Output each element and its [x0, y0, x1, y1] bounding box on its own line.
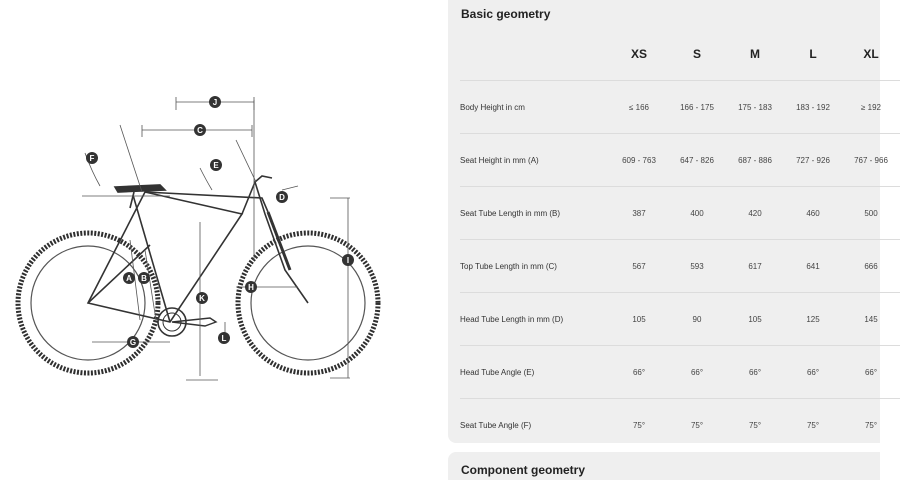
table-row: Body Height in cm ≤ 166 166 - 175 175 - … — [460, 80, 900, 134]
label-J: J — [209, 96, 221, 108]
bike-geometry-diagram: J C F E D I A B H K L G — [15, 96, 381, 381]
svg-text:A: A — [126, 274, 132, 283]
cell-value: ≥ 192 — [842, 80, 900, 134]
label-H: H — [245, 281, 257, 293]
cell-value: 75° — [748, 420, 762, 430]
basic-geometry-panel: Basic geometry XS S M L XL Body Height i… — [448, 0, 900, 443]
component-geometry-panel[interactable]: Component geometry — [448, 452, 880, 480]
row-label: Top Tube Length in mm (C) — [460, 239, 610, 293]
row-label: Head Tube Angle (E) — [460, 345, 610, 399]
svg-text:B: B — [141, 274, 147, 283]
cell-value: 105 — [610, 292, 668, 346]
rear-wheel — [15, 230, 161, 376]
bike-frame — [86, 175, 309, 323]
label-K: K — [196, 292, 208, 304]
svg-text:C: C — [197, 126, 203, 135]
cell-value: 75° — [864, 420, 878, 430]
cell-value: 166 - 175 — [668, 80, 726, 134]
cell-value: 727 - 926 — [784, 133, 842, 187]
cell-value: 66° — [668, 345, 726, 399]
row-label: Body Height in cm — [460, 80, 610, 134]
label-F: F — [86, 152, 98, 164]
label-C: C — [194, 124, 206, 136]
table-row: Seat Height in mm (A) 609 - 763 647 - 82… — [460, 133, 900, 187]
table-row: Seat Tube Length in mm (B) 387 400 420 4… — [460, 186, 900, 240]
label-G: G — [127, 336, 139, 348]
cell-value: ≤ 166 — [610, 80, 668, 134]
component-geometry-title: Component geometry — [461, 463, 586, 477]
cell-value: 175 - 183 — [726, 80, 784, 134]
cell-value: 90 — [668, 292, 726, 346]
label-L: L — [218, 332, 230, 344]
svg-text:E: E — [213, 161, 219, 170]
size-header: XS — [610, 28, 668, 81]
svg-text:F: F — [90, 154, 95, 163]
label-A: A — [123, 272, 135, 284]
cell-value: 567 — [610, 239, 668, 293]
svg-text:H: H — [248, 283, 254, 292]
cell-value: 687 - 886 — [726, 133, 784, 187]
table-row: Top Tube Length in mm (C) 567 593 617 64… — [460, 239, 900, 293]
front-wheel — [235, 230, 381, 376]
size-header: S — [668, 28, 726, 81]
row-label: Seat Tube Angle (F) — [460, 420, 532, 430]
svg-text:G: G — [130, 338, 136, 347]
cell-value: 666 — [842, 239, 900, 293]
cell-value: 641 — [784, 239, 842, 293]
row-label: Head Tube Length in mm (D) — [460, 292, 610, 346]
header-blank — [460, 28, 610, 81]
row-label: Seat Height in mm (A) — [460, 133, 610, 187]
cell-value: 400 — [668, 186, 726, 240]
svg-text:K: K — [199, 294, 205, 303]
cell-value: 387 — [610, 186, 668, 240]
cell-value: 66° — [610, 345, 668, 399]
table-row: Head Tube Length in mm (D) 105 90 105 12… — [460, 292, 900, 346]
cell-value: 460 — [784, 186, 842, 240]
cell-value: 500 — [842, 186, 900, 240]
label-E: E — [210, 159, 222, 171]
cell-value: 145 — [842, 292, 900, 346]
table-row: Head Tube Angle (E) 66° 66° 66° 66° 66° — [460, 345, 900, 399]
cell-value: 105 — [726, 292, 784, 346]
svg-text:J: J — [213, 98, 217, 107]
svg-text:I: I — [347, 256, 349, 265]
label-D: D — [276, 191, 288, 203]
cell-value: 609 - 763 — [610, 133, 668, 187]
cell-value: 66° — [784, 345, 842, 399]
label-I: I — [342, 254, 354, 266]
cell-value: 617 — [726, 239, 784, 293]
cell-value: 66° — [842, 345, 900, 399]
cell-value: 66° — [726, 345, 784, 399]
measurement-lines — [82, 97, 350, 381]
geometry-table: XS S M L XL Body Height in cm ≤ 166 166 … — [460, 28, 900, 451]
svg-text:L: L — [222, 334, 227, 343]
cell-value: 767 - 966 — [842, 133, 900, 187]
cell-value: 75° — [806, 420, 820, 430]
size-header: XL — [842, 28, 900, 81]
cell-value: 420 — [726, 186, 784, 240]
cell-value: 593 — [668, 239, 726, 293]
cell-value: 125 — [784, 292, 842, 346]
cell-value: 75° — [632, 420, 646, 430]
cell-value: 75° — [690, 420, 704, 430]
svg-text:D: D — [279, 193, 285, 202]
cell-value: 647 - 826 — [668, 133, 726, 187]
cell-value: 183 - 192 — [784, 80, 842, 134]
label-B: B — [138, 272, 150, 284]
row-label: Seat Tube Length in mm (B) — [460, 186, 610, 240]
size-header: L — [784, 28, 842, 81]
size-header-row: XS S M L XL — [460, 28, 900, 81]
basic-geometry-title: Basic geometry — [461, 7, 551, 21]
size-header: M — [726, 28, 784, 81]
table-row: Seat Tube Angle (F) 75° 75° 75° 75° 75° — [460, 399, 900, 452]
crankset — [157, 307, 218, 337]
